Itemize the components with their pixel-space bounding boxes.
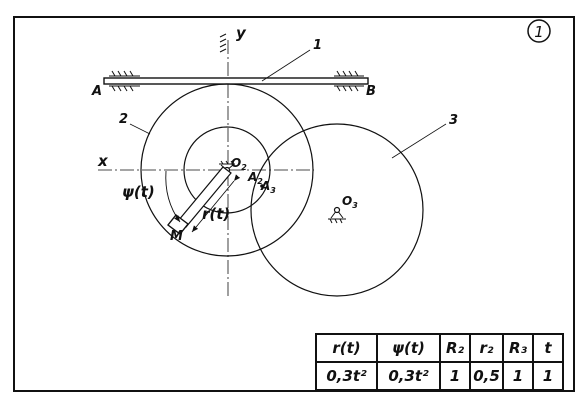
table-header-cell: r(t)	[315, 333, 378, 363]
table-value-row: 0,3t² 0,3t² 1 0,5 1 1	[315, 361, 564, 391]
table-value-cell: 1	[502, 361, 534, 391]
wheel-2-outer	[140, 83, 314, 257]
sheet-border	[13, 16, 575, 392]
wheel-3-leader	[391, 123, 447, 159]
r-dimension-line	[191, 174, 241, 233]
table-value-cell: 1	[532, 361, 564, 391]
sheet-number: 1	[534, 23, 544, 41]
point-M-label: M	[170, 229, 183, 244]
parameters-table: r(t) ψ(t) R₂ r₂ R₃ t 0,3t² 0,3t² 1 0,5 1…	[315, 333, 564, 391]
rail-supports	[109, 70, 364, 92]
psi-arc	[165, 170, 181, 223]
point-A3-label: A3	[260, 179, 276, 195]
rail-1	[103, 77, 369, 85]
table-value-cell: 0,5	[469, 361, 504, 391]
y-axis-label: y	[236, 24, 247, 42]
table-header-cell: R₂	[439, 333, 471, 363]
table-header-cell: t	[532, 333, 564, 363]
wheel-3	[250, 123, 424, 297]
table-header-cell: r₂	[469, 333, 504, 363]
table-value-cell: 0,3t²	[315, 361, 378, 391]
point-A2	[260, 184, 264, 188]
point-A-label: A	[91, 84, 102, 99]
wheel-2-leader	[129, 123, 151, 135]
x-axis-label: x	[97, 152, 109, 170]
table-value-cell: 1	[439, 361, 471, 391]
table-header-row: r(t) ψ(t) R₂ r₂ R₃ t	[315, 333, 564, 363]
table-header-cell: ψ(t)	[376, 333, 441, 363]
point-O3-label: O3	[342, 194, 358, 210]
O3-support	[328, 209, 346, 224]
y-axis-hatch	[219, 33, 227, 53]
r-label: r(t)	[202, 205, 230, 223]
point-A2-label: A2	[247, 170, 263, 186]
table-value-cell: 0,3t²	[376, 361, 441, 391]
table-header-cell: R₃	[502, 333, 534, 363]
sheet-number-circle	[527, 19, 551, 43]
psi-label: ψ(t)	[122, 183, 155, 201]
point-B-label: B	[366, 84, 376, 99]
rail-1-label: 1	[313, 38, 322, 53]
point-O3	[333, 206, 341, 214]
slider-block-M	[167, 214, 189, 235]
point-O2-label: O2	[231, 156, 247, 172]
wheel-2-label: 2	[119, 112, 128, 127]
wheel-3-label: 3	[449, 113, 458, 128]
rail-1-leader	[261, 49, 311, 82]
